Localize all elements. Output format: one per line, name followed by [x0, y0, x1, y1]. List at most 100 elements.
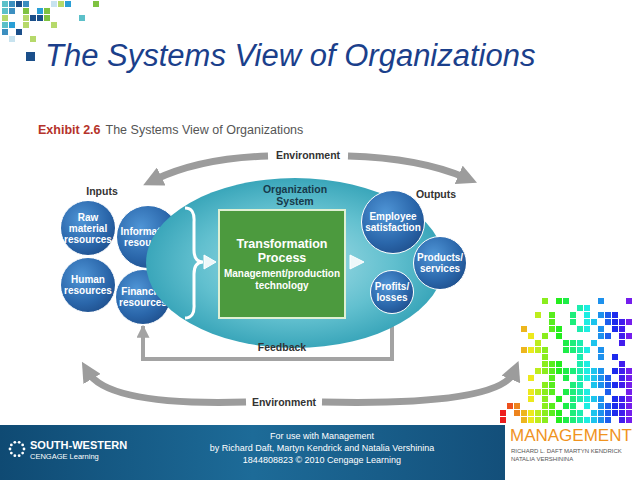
mosaic-cell	[626, 298, 632, 304]
publisher-logo: CENGAGE Learning	[30, 453, 99, 462]
mosaic-cell	[626, 417, 632, 423]
mosaic-cell	[577, 375, 583, 381]
mosaic-cell	[556, 396, 562, 402]
mosaic-cell	[577, 340, 583, 346]
mosaic-cell	[528, 389, 534, 395]
mosaic-cell	[23, 15, 29, 21]
mosaic-cell	[626, 333, 632, 339]
mosaic-cell	[584, 361, 590, 367]
mosaic-cell	[2, 8, 8, 14]
mosaic-cell	[528, 347, 534, 353]
mosaic-cell	[2, 29, 8, 35]
mosaic-cell	[619, 368, 625, 374]
mosaic-cell	[58, 1, 64, 7]
mosaic-cell	[584, 368, 590, 374]
mosaic-cell	[23, 1, 29, 7]
mosaic-cell	[577, 326, 583, 332]
mosaic-cell	[549, 389, 555, 395]
mosaic-cell	[51, 22, 57, 28]
mosaic-cell	[577, 347, 583, 353]
mosaic-cell	[612, 368, 618, 374]
mosaic-cell	[542, 396, 548, 402]
mosaic-cell	[591, 340, 597, 346]
mosaic-cell	[507, 403, 513, 409]
mosaic-cell	[9, 8, 15, 14]
publisher-icon-dot	[10, 443, 13, 446]
outputs-label: Outputs	[416, 188, 456, 200]
edge-label: Feedback	[258, 341, 306, 353]
mosaic-cell	[563, 417, 569, 423]
publisher-icon-dot	[13, 441, 16, 444]
mosaic-cell	[542, 361, 548, 367]
mosaic-cell	[549, 312, 555, 318]
footer-note: by Richard Daft, Martyn Kendrick and Nat…	[210, 443, 435, 453]
mosaic-cell	[51, 1, 57, 7]
mosaic-cell	[30, 15, 36, 21]
mosaic-cell	[563, 389, 569, 395]
output-circle: Products/ services	[413, 236, 467, 290]
mosaic-cell	[598, 417, 604, 423]
mosaic-cell	[556, 361, 562, 367]
output-circle: Profits/ losses	[370, 270, 414, 314]
system-ellipse-shape	[146, 178, 444, 348]
mosaic-cell	[605, 382, 611, 388]
mosaic-cell	[598, 298, 604, 304]
mosaic-cell	[626, 396, 632, 402]
mosaic-cell	[549, 361, 555, 367]
mosaic-cell	[535, 312, 541, 318]
mosaic-cell	[605, 389, 611, 395]
mosaic-cell	[626, 410, 632, 416]
environment-arrow	[348, 156, 466, 178]
circle-label: Profits/ losses	[374, 281, 410, 303]
mosaic-cell	[514, 410, 520, 416]
input-resource: Human resources	[60, 257, 116, 313]
mosaic-cell	[9, 22, 15, 28]
mosaic-cell	[619, 417, 625, 423]
mosaic-cell	[542, 417, 548, 423]
mosaic-cell	[598, 368, 604, 374]
mosaic-cell	[93, 1, 99, 7]
publisher-logo: SOUTH-WESTERN	[30, 439, 127, 452]
mosaic-cell	[556, 368, 562, 374]
mosaic-cell	[563, 368, 569, 374]
mosaic-cell	[37, 8, 43, 14]
mosaic-cell	[542, 403, 548, 409]
mosaic-cell	[584, 326, 590, 332]
mosaic-cell	[598, 375, 604, 381]
environment-arrow	[88, 372, 246, 402]
circle-label: Human resources	[64, 274, 112, 296]
mosaic-cell	[619, 396, 625, 402]
mosaic-cell	[626, 382, 632, 388]
mosaic-cell	[584, 319, 590, 325]
mosaic-cell	[598, 396, 604, 402]
footer-note: 1844808823 © 2010 Cengage Learning	[243, 455, 401, 465]
mosaic-cell	[605, 333, 611, 339]
mosaic-cell	[570, 403, 576, 409]
mosaic-cell	[584, 403, 590, 409]
mosaic-cell	[577, 361, 583, 367]
mosaic-cell	[535, 389, 541, 395]
exhibit-title: The Systems View of Organizations	[106, 123, 304, 137]
mosaic-cell	[528, 333, 534, 339]
publisher-icon-dot	[10, 452, 13, 455]
mosaic-cell	[570, 382, 576, 388]
mosaic-cell	[521, 410, 527, 416]
mosaic-cell	[584, 305, 590, 311]
mosaic-cell	[619, 375, 625, 381]
process-label: Management/production technology	[223, 268, 341, 291]
mosaic-cell	[577, 354, 583, 360]
mosaic-cell	[612, 326, 618, 332]
mosaic-cell	[44, 8, 50, 14]
inputs-label: Inputs	[86, 185, 118, 197]
mosaic-cell	[563, 347, 569, 353]
mosaic-cell	[605, 403, 611, 409]
publisher-icon-dot	[21, 452, 24, 455]
publisher-icon-dot	[23, 448, 26, 451]
mosaic-cell	[584, 389, 590, 395]
mosaic-cell	[598, 326, 604, 332]
mosaic-cell	[612, 382, 618, 388]
environment-arrow	[154, 156, 268, 180]
mosaic-cell	[591, 396, 597, 402]
mosaic-cell	[535, 417, 541, 423]
